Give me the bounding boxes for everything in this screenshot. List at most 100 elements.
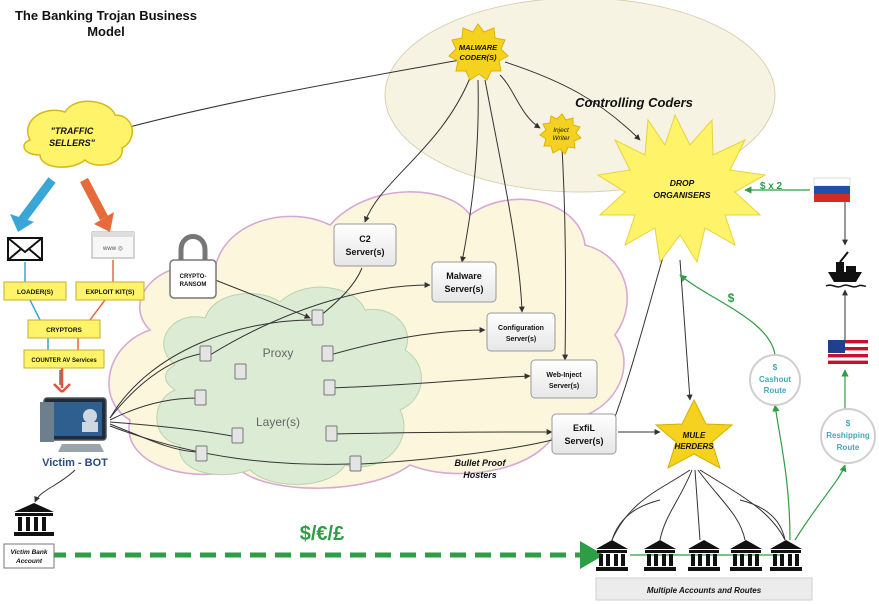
link-proxy-c2 <box>319 267 363 317</box>
exfil-server-box: ExfiL Server(s) <box>551 413 617 455</box>
page-title: The Banking Trojan Business Model <box>6 8 206 40</box>
controlling-coders-label: Controlling Coders <box>575 95 693 110</box>
reshipping-route-node: $ Reshipping Route <box>820 408 876 464</box>
mule-bank-icons <box>596 540 802 571</box>
inject-writer-label-1: Inject <box>553 127 570 134</box>
loader-box: LOADER(S) <box>3 281 67 301</box>
exfil-server-label-2: Server(s) <box>564 436 603 446</box>
loader-label: LOADER(S) <box>17 289 53 296</box>
link-coders-traffic <box>117 59 461 132</box>
wire-exploit-cryptors <box>89 299 106 321</box>
traffic-sellers-node: "TRAFFIC SELLERS" <box>23 100 133 168</box>
victim-bank-icon <box>14 503 54 536</box>
usa-flag-icon <box>828 340 868 364</box>
link-victim-bank <box>34 469 76 503</box>
link-proxy-malware <box>209 282 431 356</box>
traffic-sellers-label-2: SELLERS" <box>49 138 96 148</box>
malware-server-box: Malware Server(s) <box>431 261 497 303</box>
link-drop-mule <box>679 259 693 401</box>
config-server-label-2: Server(s) <box>506 336 536 343</box>
proxy-server-icon <box>231 427 244 444</box>
wire-loader-cryptors <box>29 299 41 321</box>
c2-server-box: C2 Server(s) <box>333 223 397 267</box>
link-bank-arc2 <box>739 499 786 541</box>
cryptors-box: CRYPTORS <box>27 319 101 339</box>
link-coders-c2 <box>363 77 471 223</box>
link-bank-arc1 <box>611 499 661 541</box>
link-mule-bank2 <box>659 469 693 541</box>
exfil-server-label-1: ExfiL <box>573 423 596 433</box>
cashout-label-3: Route <box>764 386 787 395</box>
money-flow-arrowhead <box>580 541 604 569</box>
counter-av-label: COUNTER AV Services <box>31 358 97 364</box>
cashout-route-node: $ Cashout Route <box>749 354 801 406</box>
link-coders-drop <box>504 61 641 141</box>
link-bank-reshipping <box>794 464 847 541</box>
config-server-label-1: Configuration <box>498 325 544 332</box>
link-exfil-drop <box>609 239 670 431</box>
crypto-ransom-padlock-icon: CRYPTO- RANSOM <box>169 234 217 299</box>
drop-organisers-label-2: ORGANISERS <box>653 190 710 200</box>
configuration-server-box: Configuration Server(s) <box>486 312 556 352</box>
proxy-server-icon <box>195 445 208 462</box>
crypto-ransom-label-1: CRYPTO- <box>180 274 207 280</box>
bank-icon <box>644 540 676 571</box>
victim-computer-icon <box>40 397 107 452</box>
link-victim-proxy1 <box>109 353 201 419</box>
link-victim-proxy5 <box>109 425 351 465</box>
reshipping-label-1: $ <box>846 419 851 428</box>
webinject-server-box: Web-Inject Server(s) <box>530 359 598 399</box>
drop-organisers-star: DROP ORGANISERS <box>596 113 767 264</box>
link-proxy-webinject <box>329 373 531 389</box>
mule-herders-label-1: MULE <box>683 431 706 440</box>
traffic-to-email-arrow <box>18 177 56 223</box>
proxy-server-icon <box>311 309 324 326</box>
proxy-server-icon <box>325 425 338 442</box>
inject-writer-label-2: Writer <box>552 135 570 142</box>
link-victim-proxy2 <box>109 397 199 421</box>
malware-server-label-2: Server(s) <box>444 284 483 294</box>
cryptors-label: CRYPTORS <box>46 327 82 334</box>
link-mule-bank4 <box>697 469 746 541</box>
link-victim-proxy6 <box>109 319 313 419</box>
malware-coders-cog: MALWARE CODER(S) <box>448 23 509 81</box>
webinject-server-label-2: Server(s) <box>549 383 579 390</box>
proxy-server-icon <box>323 379 336 396</box>
victim-bank-label-2: Account <box>15 558 43 565</box>
traffic-to-exploit-arrow <box>80 177 108 221</box>
bullet-proof-label-2: Hosters <box>463 470 497 480</box>
link-coders-inject <box>499 74 541 129</box>
link-inject-webinject <box>561 147 569 361</box>
link-mule-bank3 <box>694 469 701 541</box>
link-bank-cashout <box>772 404 791 541</box>
link-victim-proxy4 <box>109 423 197 453</box>
proxy-server-icon <box>199 345 212 362</box>
browser-window-icon: www ◎ <box>91 231 135 259</box>
link-mule-bank5 <box>699 469 786 541</box>
traffic-to-email-arrowhead <box>10 214 34 232</box>
bank-icon <box>770 540 802 571</box>
bank-icon <box>730 540 762 571</box>
malware-coders-label-2: CODER(S) <box>459 53 497 62</box>
link-coders-config <box>484 79 525 313</box>
cashout-label-2: Cashout <box>759 375 791 384</box>
cargo-ship-icon <box>825 251 867 288</box>
multiple-accounts-box: Multiple Accounts and Routes <box>595 577 813 601</box>
c2-label-2: Server(s) <box>345 247 384 257</box>
malware-server-label-1: Malware <box>446 271 482 281</box>
victim-bank-account-box: Victim Bank Account <box>3 543 55 569</box>
bullet-proof-label-1: Bullet Proof <box>455 458 507 468</box>
drop-organisers-label-1: DROP <box>670 178 695 188</box>
exploit-kit-box: EXPLOIT KIT(S) <box>75 281 145 301</box>
proxy-server-icon <box>234 363 247 380</box>
bank-icon <box>688 540 720 571</box>
malware-coders-label-1: MALWARE <box>459 43 498 52</box>
reshipping-label-3: Route <box>837 443 860 452</box>
bank-icon <box>596 540 628 571</box>
victim-bank-label-1: Victim Bank <box>11 549 48 556</box>
exploit-kit-label: EXPLOIT KIT(S) <box>86 289 135 296</box>
proxy-layers-cloud <box>156 286 422 485</box>
page-title-line-1: The Banking Trojan Business <box>14 8 198 23</box>
victim-bot-label: Victim - BOT <box>42 457 108 469</box>
reshipping-label-2: Reshipping <box>826 431 870 440</box>
